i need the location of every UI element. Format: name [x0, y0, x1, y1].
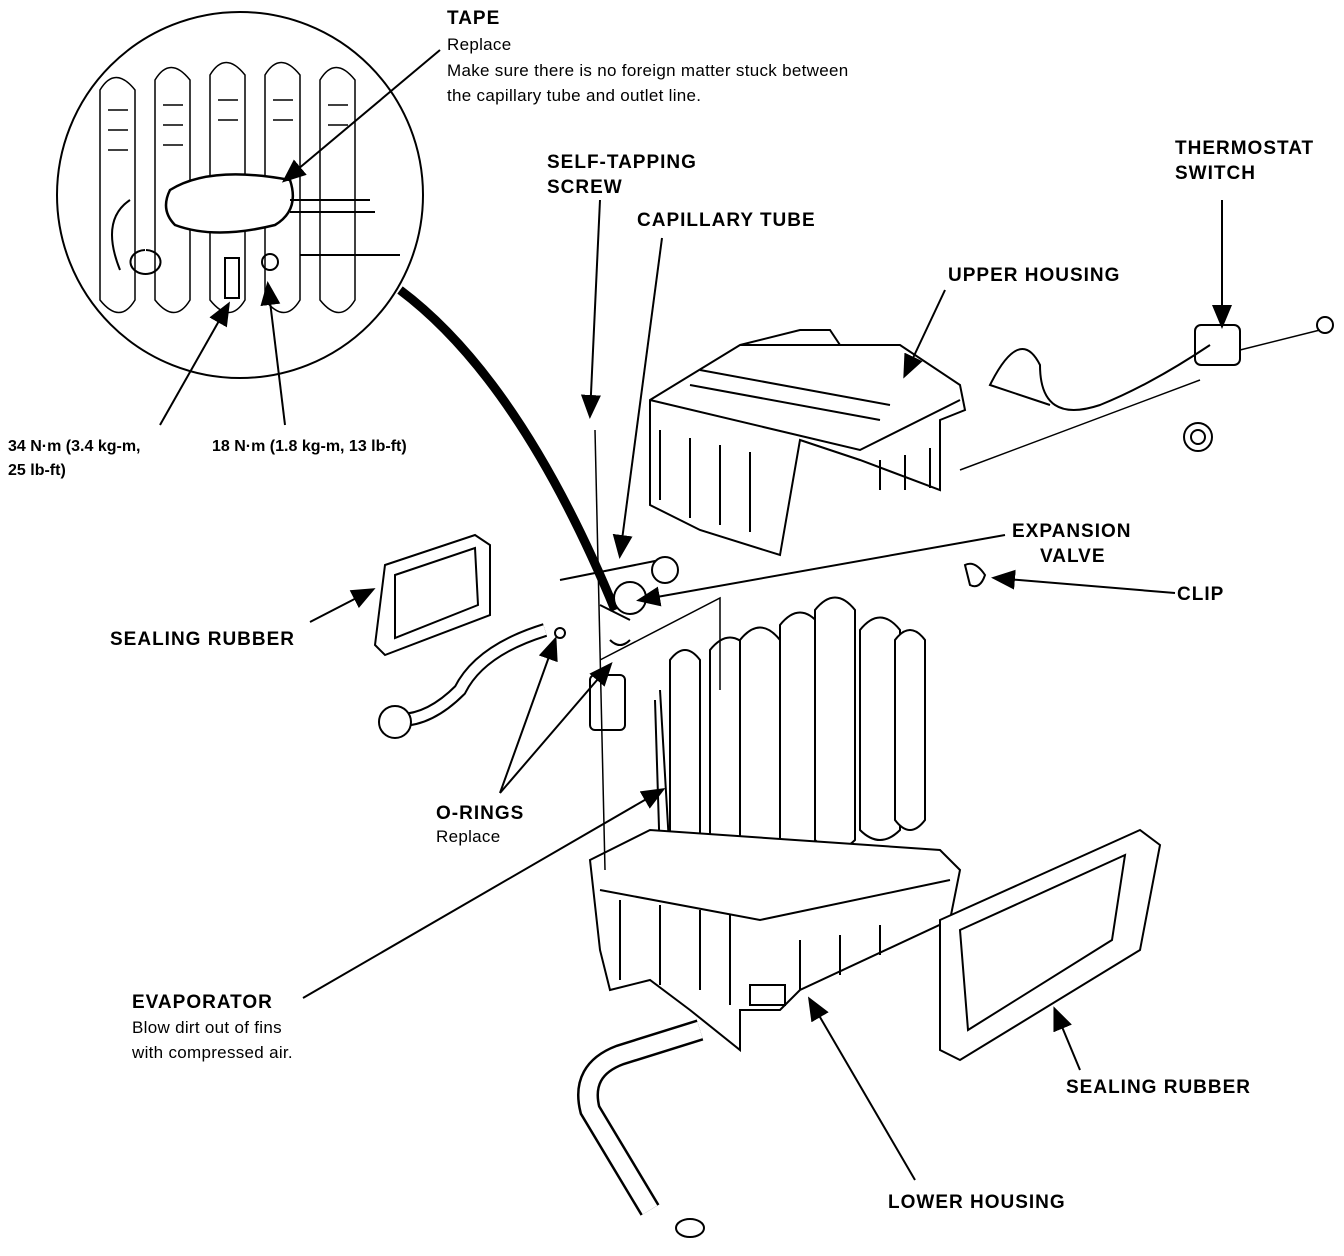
upper-housing-drawing	[649, 329, 967, 557]
torque-34-label-2: 25 lb-ft)	[8, 462, 66, 479]
lower-housing-drawing	[588, 828, 962, 1053]
tape-label: TAPE	[447, 8, 501, 29]
tape-replace-note: Replace	[447, 35, 512, 54]
evaporator-label: EVAPORATOR	[132, 992, 273, 1013]
sealing-rubber-right-label: SEALING RUBBER	[1066, 1077, 1252, 1098]
clip-label: CLIP	[1177, 584, 1225, 605]
evaporator-note-line-2: with compressed air.	[132, 1043, 293, 1062]
expansion-valve-label-1: EXPANSION	[1012, 521, 1132, 542]
tape-note-line-2: the capillary tube and outlet line.	[447, 86, 702, 105]
left-sealing-rubber-drawing	[373, 533, 491, 657]
o-rings-label: O-RINGS	[436, 803, 525, 824]
sealing-rubber-left-label: SEALING RUBBER	[110, 629, 296, 650]
expansion-valve-label-2: VALVE	[1040, 546, 1106, 567]
tape-note-line-1: Make sure there is no foreign matter stu…	[447, 61, 849, 80]
thermostat-switch-label-1: THERMOSTAT	[1175, 138, 1315, 159]
torque-18-label: 18 N·m (1.8 kg-m, 13 lb-ft)	[212, 438, 407, 455]
upper-housing-label: UPPER HOUSING	[948, 265, 1121, 286]
self-tapping-screw-label-1: SELF-TAPPING	[547, 152, 697, 173]
thermostat-switch-label-2: SWITCH	[1175, 163, 1256, 184]
clip-drawing	[963, 562, 987, 588]
capillary-tube-label: CAPILLARY TUBE	[637, 210, 816, 231]
lower-housing-label: LOWER HOUSING	[888, 1192, 1066, 1213]
right-sealing-rubber-drawing	[939, 828, 1162, 1062]
evaporator-note-line-1: Blow dirt out of fins	[132, 1018, 282, 1037]
self-tapping-screw-label-2: SCREW	[547, 177, 623, 198]
drain-hose-drawing	[577, 1019, 705, 1238]
detail-circle	[56, 11, 424, 379]
thermostat-leader-line	[959, 379, 1201, 471]
evaporator-drawing	[654, 596, 926, 891]
o-rings-replace-note: Replace	[436, 827, 501, 846]
left-hose-drawing	[378, 623, 566, 739]
leader-lines	[159, 49, 1232, 1181]
thermostat-switch-drawing	[988, 316, 1334, 452]
torque-34-label-1: 34 N·m (3.4 kg-m,	[8, 438, 141, 455]
detail-connector	[397, 286, 620, 612]
